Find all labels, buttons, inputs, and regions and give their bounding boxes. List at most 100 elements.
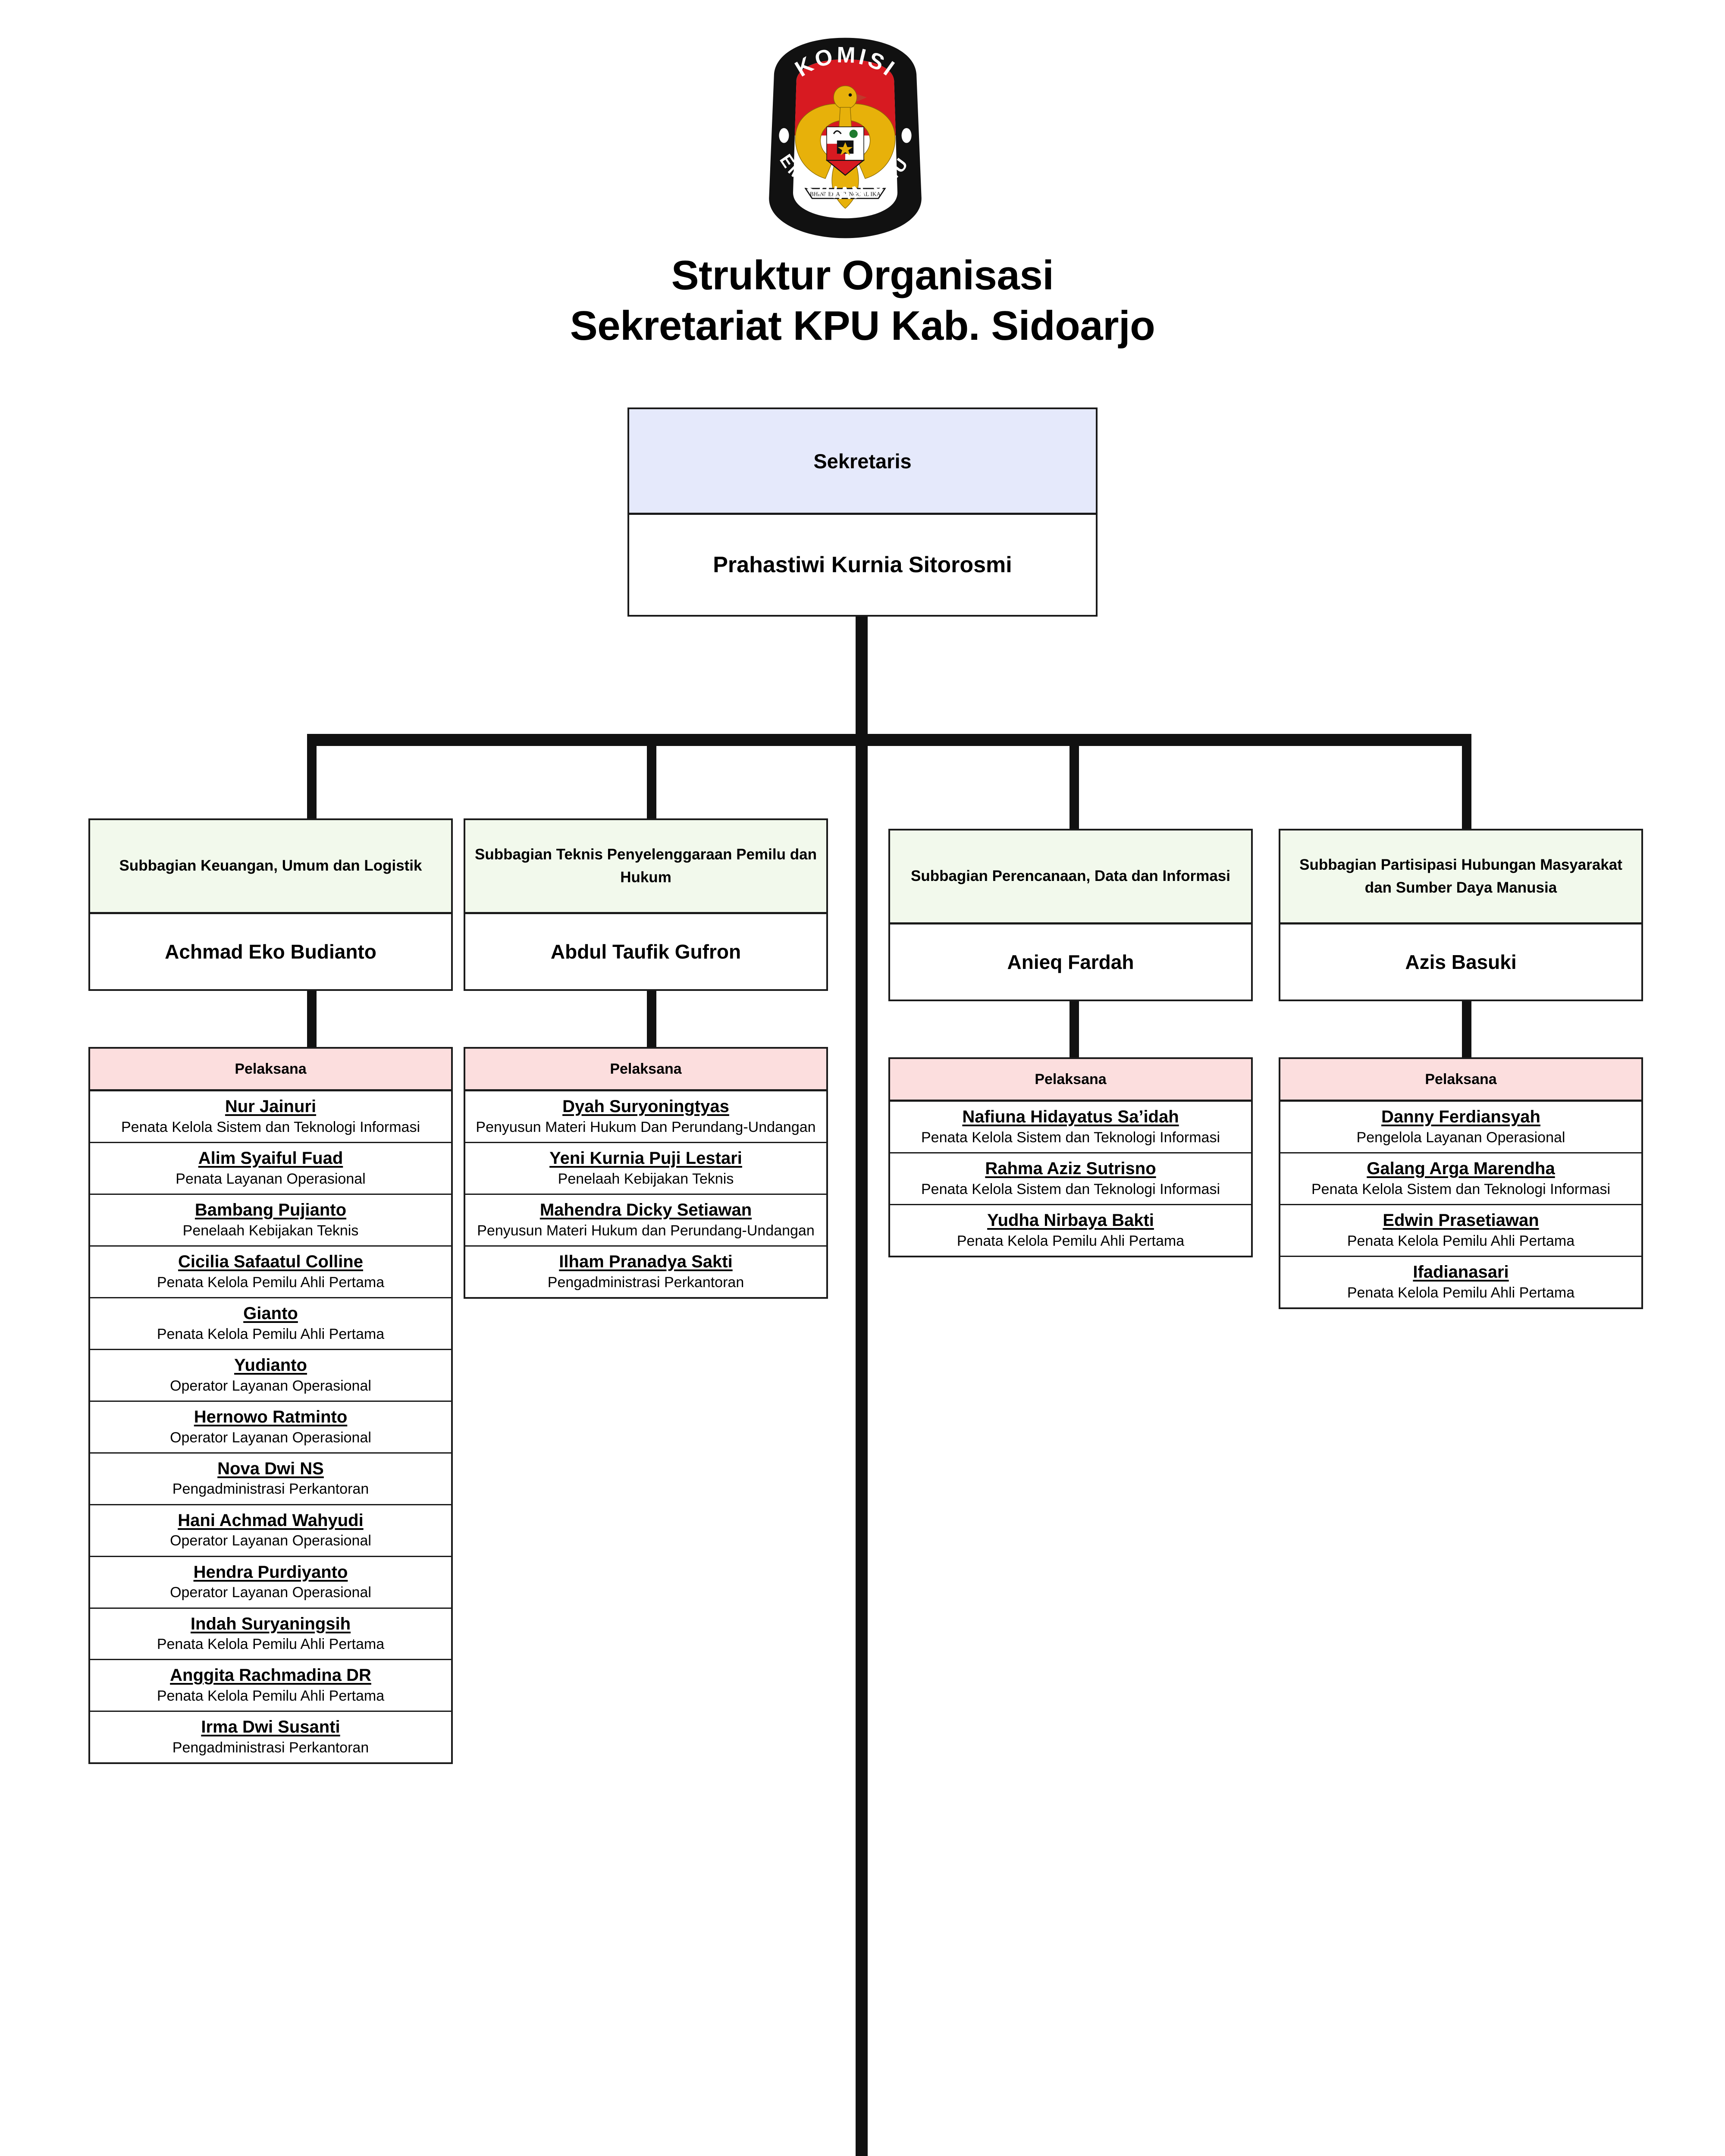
connector-trunk-main xyxy=(856,617,868,746)
staff-name: Hendra Purdiyanto xyxy=(193,1562,348,1582)
staff-name: Danny Ferdiansyah xyxy=(1381,1107,1540,1126)
staff-role: Penata Kelola Pemilu Ahli Pertama xyxy=(1347,1284,1575,1301)
sekretaris-node[interactable]: Sekretaris Prahastiwi Kurnia Sitorosmi xyxy=(627,407,1098,617)
title-line-1: Struktur Organisasi xyxy=(671,252,1054,298)
staff-name: Dyah Suryoningtyas xyxy=(562,1097,729,1116)
staff-name: Yeni Kurnia Puji Lestari xyxy=(549,1148,742,1168)
staff-role: Penata Kelola Sistem dan Teknologi Infor… xyxy=(1311,1181,1610,1197)
staff-row[interactable]: Nova Dwi NS Pengadministrasi Perkantoran xyxy=(90,1454,451,1505)
staff-name: Hernowo Ratminto xyxy=(194,1407,348,1426)
sekretaris-role: Sekretaris xyxy=(629,409,1096,515)
subbagian-title-4: Subbagian Partisipasi Hubungan Masyaraka… xyxy=(1280,830,1641,924)
staff-role: Penata Kelola Sistem dan Teknologi Infor… xyxy=(121,1119,420,1135)
connector-drop-col2 xyxy=(647,734,656,819)
connector-drop-col3 xyxy=(1070,734,1079,830)
staff-role: Pengelola Layanan Operasional xyxy=(1356,1129,1565,1146)
staff-name: Ilham Pranadya Sakti xyxy=(559,1252,733,1271)
staff-role: Penata Kelola Pemilu Ahli Pertama xyxy=(157,1326,385,1342)
staff-name: Nur Jainuri xyxy=(225,1097,317,1116)
subbagian-title-3: Subbagian Perencanaan, Data dan Informas… xyxy=(890,830,1251,924)
staff-role: Penata Kelola Pemilu Ahli Pertama xyxy=(957,1232,1185,1249)
subbagian-head-name-1: Achmad Eko Budianto xyxy=(165,940,376,963)
staff-role: Pengadministrasi Perkantoran xyxy=(172,1739,369,1756)
connector-bus-horizontal xyxy=(307,734,1471,746)
staff-role: Operator Layanan Operasional xyxy=(170,1429,371,1446)
staff-name: Anggita Rachmadina DR xyxy=(170,1666,371,1685)
title-line-2: Sekretariat KPU Kab. Sidoarjo xyxy=(570,303,1155,349)
subbagian-node-3[interactable]: Subbagian Perencanaan, Data dan Informas… xyxy=(888,829,1253,1001)
chart-header: BHINNEKA TUNGGAL IKA KOMISI PEMILIHAN UM… xyxy=(0,0,1725,388)
staff-name: Gianto xyxy=(243,1304,298,1323)
staff-name: Irma Dwi Susanti xyxy=(201,1717,340,1737)
staff-name: Galang Arga Marendha xyxy=(1367,1159,1555,1178)
connector-link-pelaksana-3 xyxy=(1070,1001,1079,1057)
staff-name: Yudianto xyxy=(234,1355,307,1375)
staff-name: Cicilia Safaatul Colline xyxy=(178,1252,363,1271)
staff-role: Penata Kelola Sistem dan Teknologi Infor… xyxy=(921,1129,1220,1146)
staff-name: Yudha Nirbaya Bakti xyxy=(987,1210,1154,1230)
staff-role: Penata Kelola Sistem dan Teknologi Infor… xyxy=(921,1181,1220,1197)
staff-role: Penelaah Kebijakan Teknis xyxy=(182,1222,359,1239)
staff-name: Bambang Pujianto xyxy=(194,1200,347,1219)
subbagian-node-2[interactable]: Subbagian Teknis Penyelenggaraan Pemilu … xyxy=(464,818,828,991)
staff-role: Operator Layanan Operasional xyxy=(170,1532,371,1549)
staff-name: Alim Syaiful Fuad xyxy=(198,1148,343,1168)
subbagian-title-2: Subbagian Teknis Penyelenggaraan Pemilu … xyxy=(465,820,826,914)
connector-link-pelaksana-1 xyxy=(307,991,317,1047)
sekretaris-name: Prahastiwi Kurnia Sitorosmi xyxy=(713,552,1012,577)
connector-link-pelaksana-4 xyxy=(1462,1001,1471,1057)
connector-drop-col1 xyxy=(307,734,317,819)
staff-role: Penata Kelola Pemilu Ahli Pertama xyxy=(157,1274,385,1291)
staff-role: Pengadministrasi Perkantoran xyxy=(172,1481,369,1498)
staff-name: Nafiuna Hidayatus Sa’idah xyxy=(962,1107,1179,1126)
staff-role: Penyusun Materi Hukum Dan Perundang-Unda… xyxy=(476,1119,816,1135)
staff-name: Rahma Aziz Sutrisno xyxy=(985,1159,1156,1178)
staff-role: Penelaah Kebijakan Teknis xyxy=(558,1170,734,1187)
subbagian-head-name-4: Azis Basuki xyxy=(1405,951,1517,973)
staff-role: Penata Kelola Pemilu Ahli Pertama xyxy=(1347,1232,1575,1249)
staff-name: Indah Suryaningsih xyxy=(190,1614,351,1633)
staff-name: Mahendra Dicky Setiawan xyxy=(539,1200,752,1219)
page-title: Struktur Organisasi Sekretariat KPU Kab.… xyxy=(0,250,1725,351)
connector-trunk-fungsional xyxy=(856,734,868,2156)
pelaksana-label-1: Pelaksana xyxy=(90,1049,451,1091)
staff-role: Penata Kelola Pemilu Ahli Pertama xyxy=(157,1688,385,1705)
staff-row[interactable]: Anggita Rachmadina DR Penata Kelola Pemil… xyxy=(90,1660,451,1712)
subbagian-node-1[interactable]: Subbagian Keuangan, Umum dan Logistik Ac… xyxy=(88,818,453,991)
subbagian-node-4[interactable]: Subbagian Partisipasi Hubungan Masyaraka… xyxy=(1279,829,1643,1001)
staff-name: Nova Dwi NS xyxy=(217,1459,324,1478)
staff-name: Ifadianasari xyxy=(1413,1262,1509,1282)
staff-name: Hani Achmad Wahyudi xyxy=(178,1510,364,1530)
pelaksana-label-3: Pelaksana xyxy=(890,1059,1251,1102)
pelaksana-label-4: Pelaksana xyxy=(1280,1059,1641,1102)
